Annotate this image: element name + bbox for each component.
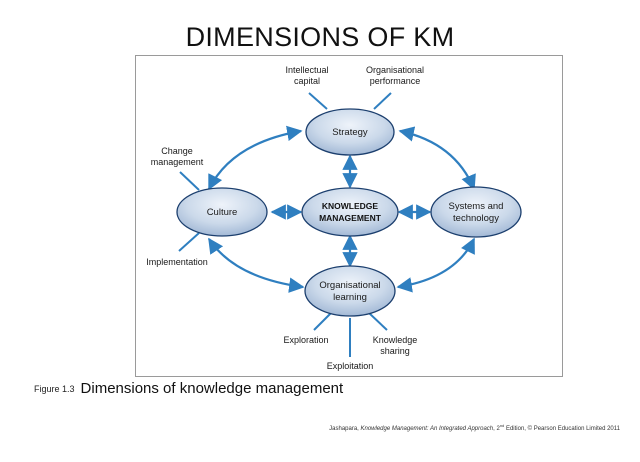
knowledge-sharing-line1: Knowledge <box>373 335 418 345</box>
exploration-label: Exploration <box>283 335 328 345</box>
strategy-node <box>305 108 395 156</box>
source-credit: Jashapara, Knowledge Management: An Inte… <box>329 423 620 432</box>
credit-author: Jashapara, <box>329 426 361 432</box>
line-organisational-performance <box>373 92 392 110</box>
change-management-line1: Change <box>161 146 193 156</box>
line-exploration <box>313 312 332 331</box>
line-implementation <box>178 232 200 252</box>
center-label-line1: KNOWLEDGE <box>322 201 379 211</box>
organisational-performance-line1: Organisational <box>366 65 424 75</box>
change-management-line2: management <box>151 157 204 167</box>
arrow-strategy-systems <box>398 126 476 191</box>
culture-label: Culture <box>207 207 238 218</box>
learning-node <box>304 265 396 317</box>
credit-edition: , 2 <box>493 426 500 432</box>
exploitation-label: Exploitation <box>327 361 374 371</box>
line-knowledge-sharing <box>368 312 388 331</box>
credit-rest: Edition, © Pearson Education Limited 201… <box>504 426 620 432</box>
intellectual-capital-line2: capital <box>294 76 320 86</box>
slide-title: DIMENSIONS OF KM <box>185 22 455 52</box>
center-label-line2: MANAGEMENT <box>319 213 382 223</box>
learning-label-line2: learning <box>333 292 367 303</box>
line-intellectual-capital <box>308 92 328 110</box>
systems-label-line1: Systems and <box>449 201 504 212</box>
arrow-culture-learning <box>208 237 305 293</box>
credit-book: Knowledge Management: An Integrated Appr… <box>360 426 494 432</box>
line-change-management <box>179 171 200 191</box>
systems-label-line2: technology <box>453 213 499 224</box>
intellectual-capital-line1: Intellectual <box>285 65 328 75</box>
caption-text: Dimensions of knowledge management <box>80 380 344 397</box>
strategy-label: Strategy <box>332 127 368 138</box>
figure-caption: Figure 1.3 Dimensions of knowledge manage… <box>34 380 343 398</box>
implementation-label: Implementation <box>146 257 208 267</box>
systems-node <box>430 186 522 238</box>
culture-node <box>176 187 268 237</box>
credit-edition-sup: nd <box>499 423 505 428</box>
figure-number: Figure 1.3 <box>34 384 75 394</box>
organisational-performance-line2: performance <box>370 76 421 86</box>
arrow-systems-learning <box>396 237 475 293</box>
knowledge-sharing-line2: sharing <box>380 346 410 356</box>
arrow-culture-strategy <box>208 125 303 191</box>
learning-label-line1: Organisational <box>319 280 380 291</box>
center-node <box>301 187 399 237</box>
